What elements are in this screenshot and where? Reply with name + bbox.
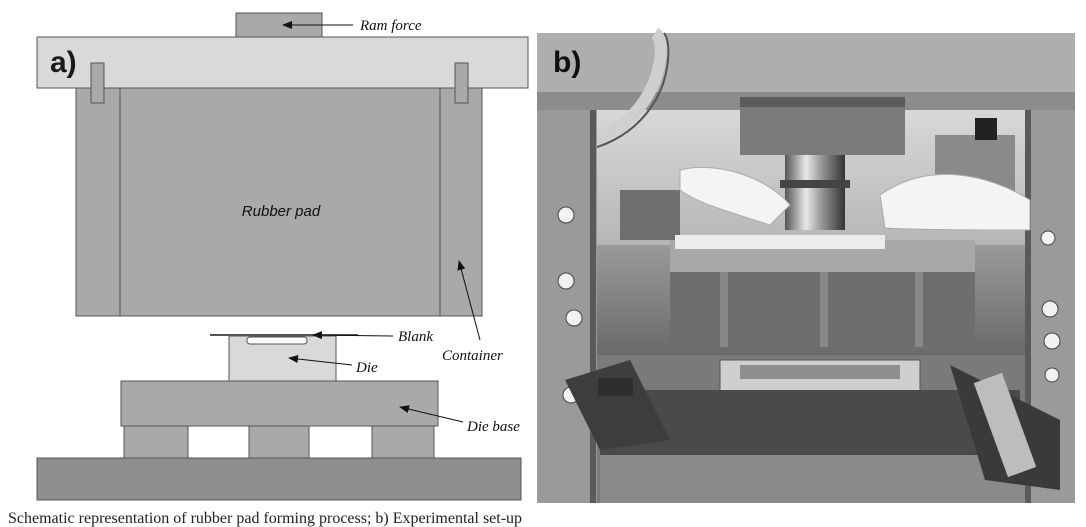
die-arrow xyxy=(288,355,353,366)
press-column-left xyxy=(537,110,597,503)
photo-die-top xyxy=(740,365,900,379)
figure-caption: Schematic representation of rubber pad f… xyxy=(8,510,523,527)
panel-label-b: b) xyxy=(553,46,581,79)
blank-label: Blank xyxy=(398,329,433,345)
die-label: Die xyxy=(355,360,378,376)
column-left-edge xyxy=(590,110,596,503)
press-crossbeam xyxy=(537,33,1075,98)
die-base xyxy=(120,380,439,427)
plunger-ring xyxy=(780,180,850,188)
die-cavity xyxy=(246,336,308,345)
container-arrow xyxy=(457,260,481,341)
leg-left xyxy=(123,425,189,459)
die-base-arrow xyxy=(399,405,464,423)
background-box xyxy=(975,118,997,140)
tool-left-block xyxy=(598,378,633,396)
tool-left xyxy=(565,360,670,450)
background-machine-left xyxy=(620,190,680,240)
fan-blade-right xyxy=(879,173,1031,231)
ram-force-label: Ram force xyxy=(359,18,422,34)
white-plate xyxy=(675,235,885,249)
panel-b-photograph: b) xyxy=(537,27,1075,503)
rubber-pad xyxy=(119,87,441,317)
press-plunger xyxy=(785,155,845,230)
press-bed xyxy=(600,390,1020,455)
tool-right-bar xyxy=(973,372,1037,478)
panel-a-schematic: a) Ram force Rubber pad Blank Container … xyxy=(36,12,529,501)
rubber-pad-label: Rubber pad xyxy=(242,203,321,220)
leg-right xyxy=(371,425,435,459)
leg-middle xyxy=(248,425,310,459)
bolt-right xyxy=(454,62,469,104)
blank-arrow xyxy=(312,331,394,340)
die-base-label: Die base xyxy=(466,419,520,435)
bed-lower xyxy=(600,455,1025,503)
container-ribs xyxy=(720,272,923,347)
ram-head-top xyxy=(740,97,905,107)
panel-label-a: a) xyxy=(50,46,77,79)
column-bolts xyxy=(557,206,1061,404)
bottom-base xyxy=(36,457,522,501)
top-plate xyxy=(36,36,529,89)
column-right-edge xyxy=(1025,110,1031,503)
bolt-left xyxy=(90,62,105,104)
fan-blade-left xyxy=(679,166,791,226)
container-label: Container xyxy=(442,348,503,364)
blank-sheet xyxy=(210,334,358,336)
